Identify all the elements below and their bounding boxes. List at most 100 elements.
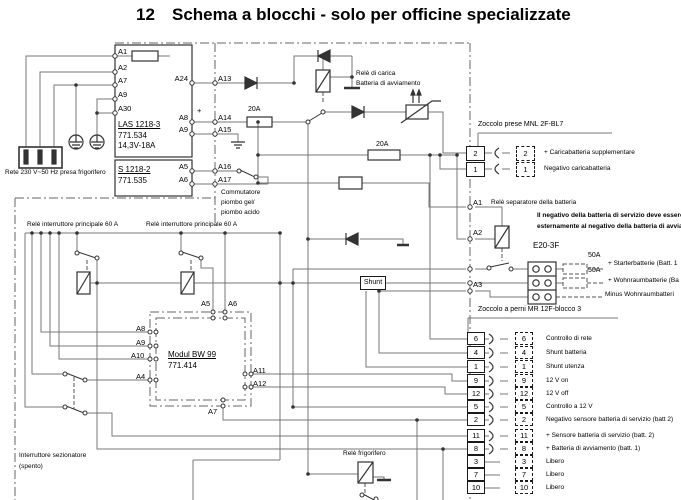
mr-pin-5-plug: 5 [515,400,533,413]
mr-label-3: Libero [546,458,565,465]
commutatore-line2: piombo gel/ [221,199,255,206]
warning-line2: esternamente al negativo della batteria … [537,223,681,230]
main-relay-1-label: Relè interruttore principale 60 A [27,221,119,228]
sep-terminal-a2: A2 [473,228,483,237]
commutatore-line3: piombo acido [221,209,260,216]
e20-row2-label: + Wohnraumbatterie (Ba [608,277,679,284]
modul-terminal-a8: A8 [136,324,146,333]
wires [24,55,618,500]
mr-pin-7: 7 [467,468,485,481]
terminal-a7: A7 [118,76,128,85]
mr-label-11: + Sensore batteria di servizio (batt. 2) [546,432,655,439]
las-rating: 14,3V-18A [118,141,156,150]
terminal-a9-right: A9 [178,125,188,134]
s-block-name: S 1218-2 [118,165,151,174]
terminal-a1: A1 [118,47,128,56]
mr-label-6: Controllo di rete [546,335,592,342]
modul-part: 771.414 [168,361,197,370]
modul-name: Modul BW 99 [168,350,217,359]
mr-pin-12: 12 [467,387,485,400]
modul-terminal-a5: A5 [201,299,211,308]
mr-pin-6: 6 [467,332,485,345]
disconnector-line1: Interruttore sezionatore [19,452,87,459]
mr-pin-8: 8 [467,442,485,455]
junction-dots [30,54,459,476]
mr-pin-10: 10 [467,481,485,494]
charge-relay-line2: Batteria di avviamento [356,80,421,87]
mr-label-7: Libero [546,471,565,478]
mr-label-2: Negativo sensore batteria di servizio (b… [546,416,674,423]
mr-label-9: 12 V on [546,377,569,384]
mr-pin-3-plug: 3 [515,455,533,468]
fuse-20a-2-label: 20A [376,141,389,148]
modul-terminal-a6: A6 [228,299,238,308]
terminal-a24: A24 [174,74,188,83]
mr-pin-12-plug: 12 [515,387,533,400]
terminal-a30: A30 [118,104,132,113]
warning-line1: Il negativo della batteria di servizio d… [537,212,681,219]
mr-block-title: Zoccolo a perni MR 12F-blocco 3 [478,306,582,313]
e20-row1-label: + Starterbatterie (Batt. 1 [608,260,678,267]
fridge-relay-label: Relè frigorifero [343,450,386,457]
mr-pin-3: 3 [467,455,485,468]
mr-pin-2: 2 [467,413,485,426]
sep-terminal-a1: A1 [473,198,483,207]
commutatore-line1: Commutatore [221,189,261,196]
mr-pin-8-plug: 8 [515,442,533,455]
mr-label-12: 12 V off [546,390,569,397]
switch-symbols [62,109,514,500]
s-block-part: 771.535 [118,176,147,185]
mains-label: Rete 230 V~50 Hz presa frigorifero [5,169,106,176]
modul-terminal-a10: A10 [131,351,145,360]
charge-relay-line1: Relè di carica [356,70,396,77]
socket-label-2: + Caricabatteria supplementare [544,149,635,156]
mr-label-1: Shunt utenza [546,363,585,370]
terminal-a5: A5 [178,162,188,171]
mr-label-8: + Batteria di avviamento (batt. 1) [546,445,641,452]
fuse-20a-1-label: 20A [248,106,261,113]
connector-contact-arcs [488,147,500,455]
socket-pin-1: 1 [466,162,485,177]
terminal-a13: A13 [218,74,232,83]
terminal-a17: A17 [218,175,232,184]
mr-pin-2-plug: 2 [515,413,533,426]
mr-pin-9: 9 [467,374,485,387]
terminal-a6: A6 [178,175,188,184]
modul-terminal-a11: A11 [253,366,266,375]
disconnector-line2: (spento) [19,463,43,470]
mr-label-10: Libero [546,484,565,491]
modul-terminal-a7: A7 [208,407,218,416]
main-relay-2-label: Relè interruttore principale 60 A [146,221,238,228]
terminal-circles [112,53,473,409]
mr-pin-7-plug: 7 [515,468,533,481]
modul-terminal-a12: A12 [253,379,267,388]
mr-label-4: Shunt batteria [546,349,587,356]
page-title: Schema a blocchi - solo per officine spe… [172,5,571,24]
las-part: 771.534 [118,131,147,140]
socket-block-title: Zoccolo prese MNL 2F-BL7 [478,121,564,128]
mr-pin-6-plug: 6 [515,332,533,345]
socket-pin-1-plug: 1 [516,162,535,177]
shunt-box: Shunt [360,276,386,290]
sep-relay-name: Relè separatore della batteria [491,199,577,206]
terminal-a14: A14 [218,113,232,122]
mr-pin-1-plug: 1 [515,360,533,373]
sep-terminal-a3: A3 [473,280,483,289]
modul-terminal-a9: A9 [136,338,146,347]
mr-pin-11-plug: 11 [515,429,533,442]
mr-pin-5: 5 [467,400,485,413]
e20-name: E20-3F [533,241,560,250]
socket-pin-2-plug: 2 [516,146,535,161]
terminal-a16: A16 [218,162,232,171]
mr-pin-4-plug: 4 [515,346,533,359]
e20-row3-label: Minus Wohnraumbatteri [605,291,674,298]
mr-pin-10-plug: 10 [515,481,533,494]
mr-pin-11: 11 [467,429,485,442]
terminal-a8: A8 [178,113,188,122]
mr-pin-9-plug: 9 [515,374,533,387]
e20-fuse1-label: 50A [588,252,601,259]
dashed-links [73,92,604,493]
mr-pin-4: 4 [467,346,485,359]
